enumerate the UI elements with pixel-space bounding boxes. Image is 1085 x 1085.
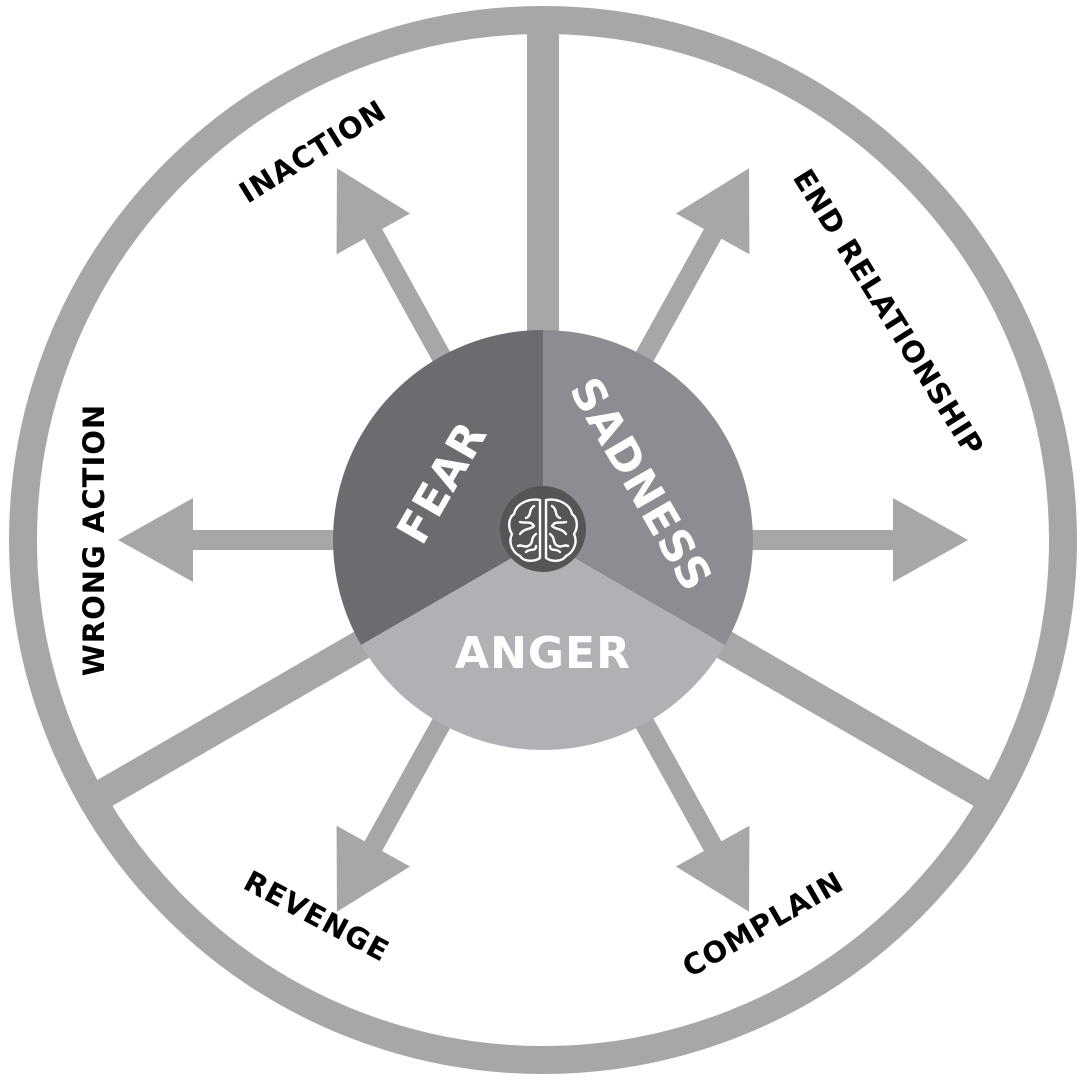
emotion-pie [332,330,754,751]
anger-slice [361,540,725,751]
outer-ring [9,6,1077,1074]
wrong-action-label: WRONG ACTION [77,404,111,676]
brain-hub [500,486,586,572]
fear-slice [332,330,543,645]
arrow-sadness-east-icon [743,498,968,582]
arrow-inaction-icon [336,168,455,370]
spoke-lower-left [85,627,378,813]
arrow-end-relationship-icon [631,168,750,370]
arrow-complain-icon [631,710,750,912]
sadness-slice [543,330,754,645]
hub-circle [500,486,586,572]
brain-icon [508,498,578,562]
anger-label: ANGER [455,628,631,679]
arrow-wrong-action-icon [118,498,343,582]
arrows [118,168,968,912]
spoke-lower-right [708,627,1001,813]
arrow-revenge-icon [336,710,455,912]
spokes [85,20,1001,813]
